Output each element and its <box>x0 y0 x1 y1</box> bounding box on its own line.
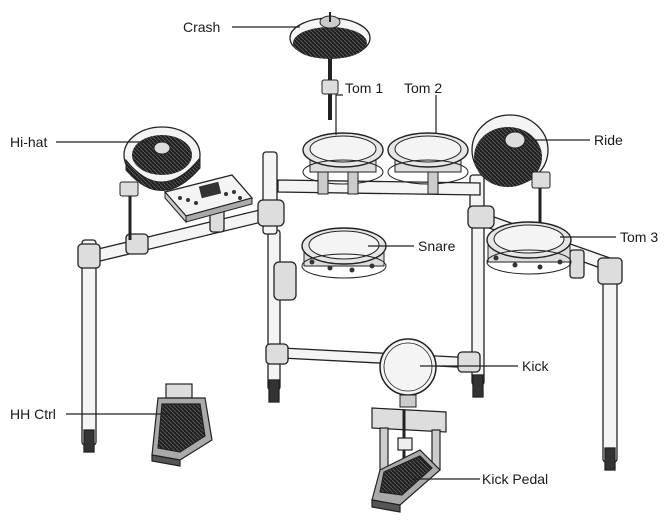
label-ride: Ride <box>594 132 623 148</box>
label-tom2: Tom 2 <box>404 80 443 96</box>
hihat-controller-pedal <box>151 383 213 467</box>
label-hihat: Hi-hat <box>10 134 48 150</box>
ride-cymbal <box>471 114 551 225</box>
label-tom1: Tom 1 <box>345 80 384 96</box>
tom2-pad <box>387 132 469 195</box>
tom3-pad <box>486 221 572 275</box>
label-kick: Kick <box>522 358 549 374</box>
label-snare: Snare <box>418 238 456 254</box>
callout-lines <box>56 26 616 480</box>
label-crash: Crash <box>183 19 221 35</box>
drum-module <box>163 174 254 224</box>
label-tom3: Tom 3 <box>620 229 659 245</box>
kick-pad <box>379 338 437 408</box>
tom1-pad <box>302 132 384 195</box>
crash-cymbal <box>289 12 371 120</box>
label-hhctrl: HH Ctrl <box>10 406 56 422</box>
snare-pad <box>301 227 387 279</box>
kick-pedal <box>371 407 447 513</box>
hihat-cymbal <box>119 126 201 240</box>
label-kickpedal: Kick Pedal <box>482 471 549 487</box>
